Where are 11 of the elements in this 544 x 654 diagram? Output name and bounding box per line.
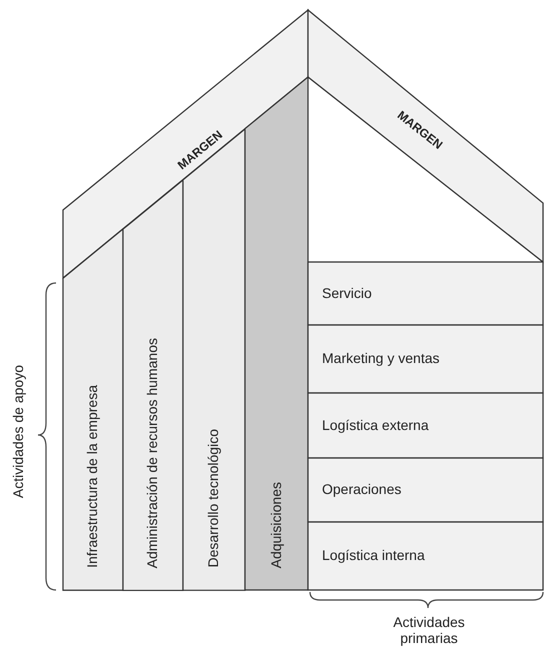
support-activity-label: Infraestructura de la empresa [84,385,100,568]
primary-activity-label: Logística externa [322,416,429,432]
support-activity-label: Adquisiciones [268,482,284,568]
support-activity-label: Desarrollo tecnológico [205,429,221,568]
group-label: Actividades de apoyo [10,365,26,498]
support-activity-label: Administración de recursos humanos [144,338,160,568]
primary-activity-label: Servicio [322,284,372,300]
primary-activity-label: Operaciones [322,481,402,497]
group-label: Actividades primarias [392,614,466,646]
primary-activity-label: Logística interna [322,547,425,563]
primary-activity-label: Marketing y ventas [322,350,440,366]
